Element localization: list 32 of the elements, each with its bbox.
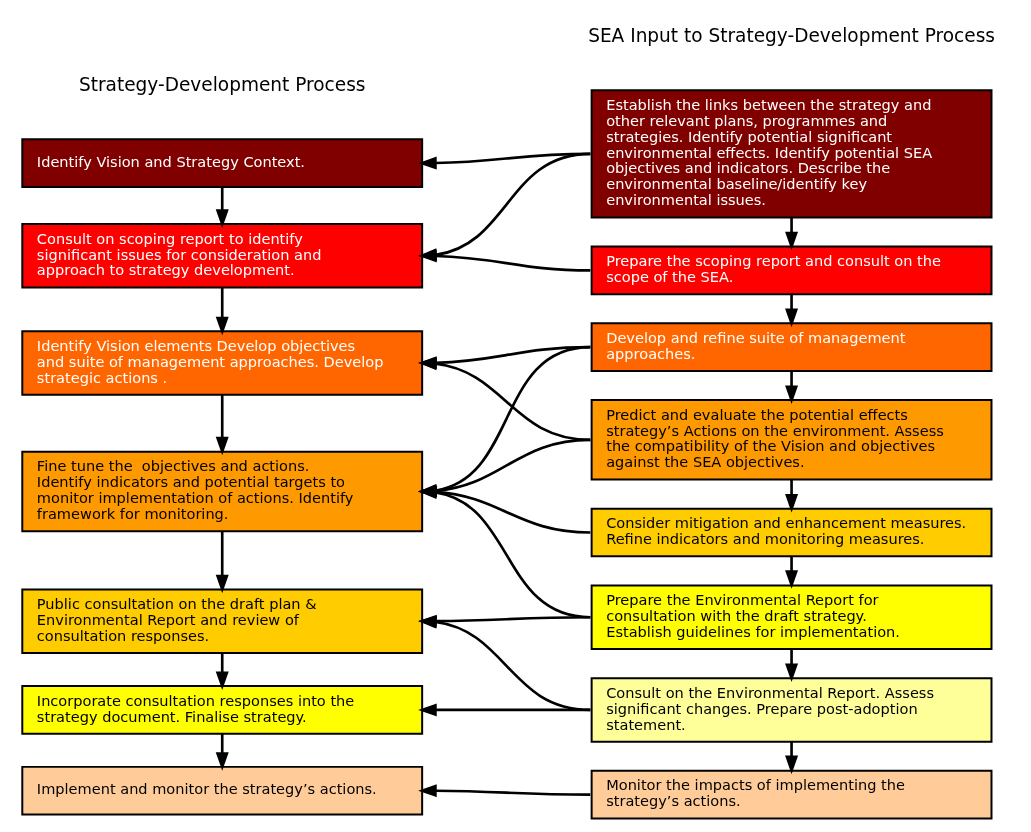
node-box: Prepare the scoping report and consult on the scope of the SEA. <box>590 245 993 296</box>
arrow <box>785 479 799 513</box>
arrow <box>418 703 591 717</box>
arrow <box>215 187 229 228</box>
arrow <box>215 395 229 456</box>
node-box: Monitor the impacts of implementing the strategy’s actions. <box>590 769 993 820</box>
node-box: Identify Vision and Strategy Context. <box>21 138 424 188</box>
arrow <box>215 733 229 771</box>
arrow <box>785 217 799 251</box>
arrow <box>785 556 799 589</box>
node-box: Implement and monitor the strategy’s actions. <box>21 765 424 816</box>
arrow <box>785 371 799 405</box>
arrow <box>215 287 229 336</box>
node-box: Prepare the Environmental Report for consultation with the draft strategy. Establish guidelines for implementation. <box>590 584 993 651</box>
node-box: Public consultation on the draft plan & Environmental Report and review of consultation responses. <box>21 588 424 654</box>
arrow <box>215 653 229 691</box>
arrow <box>418 784 591 798</box>
node-box: Identify Vision elements Develop objectives and suite of management approaches. Develop strategic actions . <box>21 330 424 396</box>
node-box: Consider mitigation and enhancement measures. Refine indicators and monitoring measures. <box>590 507 993 558</box>
node-box: Develop and refine suite of management approaches. <box>590 322 993 372</box>
arrow <box>785 649 799 683</box>
node-box: Predict and evaluate the potential effects strategy’s Actions on the environment. Assess the compatibility of the Vision and objectives against the SEA objectives. <box>590 399 993 481</box>
node-box: Consult on scoping report to identify significant issues for consideration and approach to strategy development. <box>21 223 424 289</box>
node-box: Incorporate consultation responses into the strategy document. Finalise strategy. <box>21 685 424 735</box>
arrow <box>785 741 799 775</box>
node-box: Consult on the Environmental Report. Assess significant changes. Prepare post-adoption statement. <box>590 677 993 743</box>
arrow <box>785 294 799 328</box>
node-box: Establish the links between the strategy and other relevant plans, programmes and strategies. Identify potential significant environmental effects. Identify potential SEA objectives and indicators. Describe the environmental baseline/identify key environmental issues. <box>590 89 993 219</box>
node-box: Fine tune the objectives and actions. Identify indicators and potential targets to monitor implementation of actions. Identify framework for monitoring. <box>21 450 424 533</box>
label: Strategy-Development Process <box>78 74 366 96</box>
label: SEA Input to Strategy-Development Process <box>588 25 995 47</box>
arrow <box>215 531 229 594</box>
